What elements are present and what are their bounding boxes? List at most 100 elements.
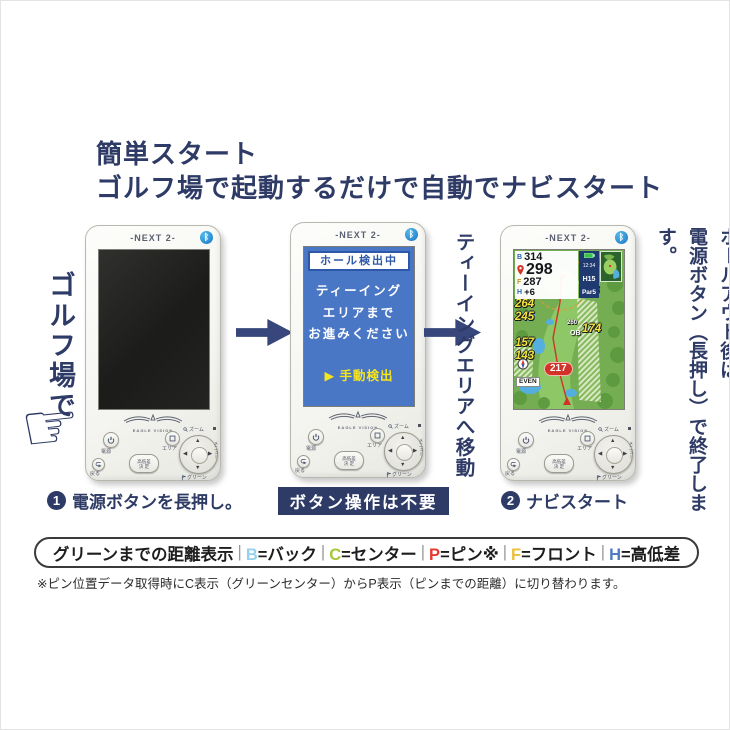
back-button-label: 戻る [295, 468, 306, 474]
area-button [370, 428, 385, 443]
brand-label: -NEXT 2- [545, 233, 591, 243]
wings-icon [538, 413, 598, 423]
dpad: ▲ ▼ ◀ ▶ [384, 432, 423, 471]
bluetooth-icon: ᛒ [200, 231, 213, 244]
step2-caption: ボタン操作は不要 [278, 487, 449, 515]
area-button-label: エリア [367, 443, 383, 449]
step3-text: ナビスタート [526, 493, 628, 512]
front-distance: 287 [523, 276, 542, 288]
zoom-label: ズーム [183, 426, 204, 433]
compass-icon [517, 358, 529, 370]
brand-label: -NEXT 2- [335, 230, 381, 240]
menu-label: メニュー [214, 441, 219, 459]
back-letter: B [517, 254, 523, 261]
legend-separator: | [420, 543, 426, 561]
left-vertical-label: ゴルフ場で [45, 271, 75, 421]
device-2: -NEXT 2- ᛒ ホール検出中 ティーイング エリアまで お進みください ▶… [290, 222, 426, 478]
menu-dot-icon [418, 424, 421, 427]
legend-key-f: F [511, 545, 522, 564]
distance-label: 143 [515, 350, 535, 362]
green-label: グリーン [386, 471, 412, 478]
legend-item-center: C=センター [329, 545, 417, 564]
power-icon [312, 433, 320, 441]
dpad-right-icon: ▶ [208, 451, 213, 457]
status-column: 12:34 H15 Par5 [579, 251, 599, 298]
power-button-label: 電源 [516, 449, 527, 455]
area-icon [374, 432, 381, 439]
power-icon [107, 436, 115, 444]
wings-icon [123, 413, 183, 423]
headline-line2: ゴルフ場で起動するだけで自動でナビスタート [96, 173, 664, 203]
power-button-label: 電源 [101, 449, 112, 455]
legend-title: グリーンまでの距離表示 [52, 545, 234, 564]
distance-label: 245 [515, 311, 535, 323]
pin-icon [517, 265, 524, 275]
device-3: -NEXT 2- ᛒ [500, 225, 636, 481]
magnifier-icon [183, 427, 188, 432]
front-letter: F [517, 279, 522, 286]
dpad: ▲ ▼ ◀ ▶ [594, 435, 633, 474]
legend-separator: | [600, 543, 606, 561]
detect-line-1: ティーイング [315, 284, 403, 298]
green-label: グリーン [596, 474, 622, 481]
power-button [308, 429, 324, 445]
legend-box: グリーンまでの距離表示 | B=バック | C=センター | P=ピン※ | F… [34, 537, 699, 568]
score-even-badge: EVEN [516, 377, 540, 387]
menu-dot-icon [213, 427, 216, 430]
decide-button: 高低差 決 定 [334, 451, 364, 470]
dpad-up-icon: ▲ [400, 435, 406, 441]
logo-text: EAGLE VISION [337, 425, 379, 430]
dpad-center-button [396, 444, 413, 461]
legend-item-elevation: H=高低差 [609, 545, 681, 564]
dpad-down-icon: ▼ [610, 465, 616, 471]
power-button-label: 電源 [306, 446, 317, 452]
distance-label: 157 [515, 337, 535, 349]
legend-item-back: B=バック [245, 545, 317, 564]
logo-text: EAGLE VISION [547, 428, 589, 433]
device-2-screen-detecting: ホール検出中 ティーイング エリアまで お進みください ▶ 手動検出 [303, 246, 415, 407]
power-icon [522, 436, 530, 444]
battery-icon [583, 253, 595, 258]
decide-button: 高低差 決 定 [544, 454, 574, 473]
power-button [518, 432, 534, 448]
legend-separator: | [502, 543, 508, 561]
area-icon [169, 435, 176, 442]
dpad-down-icon: ▼ [400, 462, 406, 468]
dpad-left-icon: ◀ [598, 451, 603, 457]
step1-text: 電源ボタンを長押し。 [72, 493, 242, 512]
eagle-vision-logo: EAGLE VISION [501, 411, 635, 433]
zoom-label: ズーム [598, 426, 619, 433]
back-button [297, 455, 310, 468]
dpad-up-icon: ▲ [195, 438, 201, 444]
back-button-label: 戻る [90, 471, 101, 477]
legend-key-h: H [609, 545, 621, 564]
hole-detect-banner: ホール検出中 [308, 251, 410, 271]
decide-label-2: 決 定 [138, 463, 150, 469]
legend-separator: | [320, 543, 326, 561]
pin-distance: 298 [526, 261, 553, 278]
dpad-center-button [191, 447, 208, 464]
legend-key-c: C [329, 545, 342, 564]
decide-button: 高低差 決 定 [129, 454, 159, 473]
right-vertical-note: ホールアウト後は 電源ボタン（長押し）で終了します。 [650, 227, 729, 527]
decide-label-1: 高低差 [342, 455, 356, 461]
legend-item-pin: P=ピン※ [429, 545, 499, 564]
green-minimap [600, 251, 622, 282]
menu-label: メニュー [419, 438, 424, 456]
dpad-right-icon: ▶ [413, 448, 418, 454]
menu-label: メニュー [629, 441, 634, 459]
back-arrow-icon [300, 459, 307, 465]
right-note-line2: 電源ボタン（長押し）で終了します。 [655, 227, 707, 512]
menu-dot-icon [628, 427, 631, 430]
device-1-screen-off [98, 249, 210, 410]
back-arrow-icon [95, 462, 102, 468]
detect-line-3: お進みください [308, 327, 410, 341]
manual-detect-option: ▶ 手動検出 [304, 365, 414, 384]
eagle-vision-logo: EAGLE VISION [291, 408, 425, 430]
distance-label: 264 [515, 298, 535, 310]
decide-label-2: 決 定 [343, 460, 355, 466]
green-minimap-art [601, 252, 621, 281]
area-button [580, 431, 595, 446]
footnote: ※ピン位置データ取得時にC表示（グリーンセンター）からP表示（ピンまでの距離）に… [37, 577, 626, 591]
dpad-right-icon: ▶ [623, 451, 628, 457]
